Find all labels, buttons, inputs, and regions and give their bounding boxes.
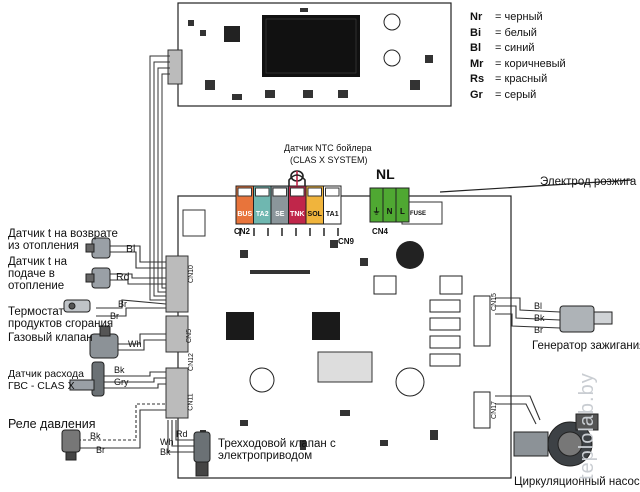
gas-valve-icon [89, 325, 119, 359]
pump-icon [513, 413, 599, 467]
power-terminal-label: ⏚ [373, 207, 381, 216]
main-board [165, 195, 512, 479]
pressure-relay-icon [61, 429, 81, 461]
terminal-bus: BUS [235, 185, 254, 225]
terminal-se: SE [270, 185, 289, 225]
legend-color-name: = черный [492, 11, 543, 23]
gas-valve-label: Газовый клапан [8, 332, 93, 344]
left-sensor-wires [78, 245, 194, 453]
power-terminal-label: L [400, 207, 405, 216]
wire-code-wh: Wh [128, 339, 142, 349]
ignition-generator-icon [559, 305, 613, 333]
terminal-ta2: TA2 [253, 185, 272, 225]
thermostat-icon [63, 299, 91, 313]
wire-code-br-1: Br [118, 299, 127, 309]
terminal-ta1: TA1 [323, 185, 342, 225]
wire-code-br-3: Br [96, 445, 105, 455]
cn2-label: CN2 [234, 227, 251, 236]
legend-color-name: = красный [492, 73, 548, 85]
return-sensor-icon [85, 237, 111, 259]
wire-code-bk-3: Bk [160, 447, 171, 457]
electrode-wire [439, 179, 633, 193]
cn15-label: CN15 [490, 293, 498, 311]
ntc-boiler-sublabel: (CLAS X SYSTEM) [290, 155, 368, 165]
wire-code-bk-2: Bk [90, 431, 101, 441]
terminal-label: SOL [308, 211, 323, 218]
power-terminal: ⏚ [369, 187, 384, 223]
nl-label: NL [376, 166, 395, 182]
ignition-generator-label: Генератор зажигания [532, 340, 640, 352]
cn11-label: CN11 [187, 393, 195, 411]
wire-code-br-4: Br [534, 325, 543, 335]
wire-code-bk-1: Bk [114, 365, 125, 375]
legend-code: Nr [470, 11, 483, 23]
wire-code-wh-2: Wh [160, 437, 174, 447]
cn17-label: CN17 [490, 401, 498, 419]
terminal-sol: SOL [305, 185, 324, 225]
cn5-label: CN5 [186, 328, 194, 344]
pump-label: Циркуляционный насос [514, 476, 640, 488]
terminal-label: BUS [237, 211, 252, 218]
watermark: teplolab.by [576, 372, 598, 480]
legend-row: Gr = серый [470, 88, 566, 104]
cn12-label: CN12 [187, 353, 195, 371]
legend-color-name: = белый [492, 26, 537, 39]
wire-code-bl: Bl [126, 243, 136, 255]
legend-row: Bl = синий [470, 41, 566, 57]
cn10-label: CN10 [187, 265, 195, 283]
right-wires [495, 297, 561, 425]
legend-code: Mr [470, 57, 484, 70]
legend-row: Nr = черный [470, 10, 566, 26]
legend-color-name: = коричневый [492, 57, 566, 70]
display-board [167, 2, 452, 107]
wire-code-rd-2: Rd [176, 429, 188, 439]
pressure-relay-label: Реле давления [8, 417, 96, 431]
fuse-label: FUSE [410, 211, 427, 217]
legend-code: Rs [470, 73, 485, 85]
terminal-label: TNK [290, 211, 304, 218]
flow-sensor-icon [69, 361, 105, 397]
terminal-label: TA2 [256, 211, 269, 218]
supply-sensor-icon [85, 267, 111, 289]
power-terminal: L [395, 187, 410, 223]
cn4-label: CN4 [372, 227, 389, 236]
wire-code-br-2: Br [110, 311, 119, 321]
legend-row: Mr = коричневый [470, 57, 566, 73]
wire-code-rd: Rd [116, 271, 130, 283]
legend-code: Bl [470, 42, 481, 54]
power-terminal: N [382, 187, 397, 223]
legend-row: Bi = белый [470, 26, 566, 42]
legend-row: Rs = красный [470, 72, 566, 88]
ntc-boiler-label: Датчик NTC бойлера [284, 143, 372, 153]
wire-code-bk-4: Bk [534, 313, 545, 323]
components [61, 237, 613, 477]
terminal-label: TA1 [326, 211, 339, 218]
power-terminal-label: N [387, 207, 393, 216]
electrode-label: Электрод розжига [540, 176, 637, 188]
three-way-valve-icon [193, 431, 211, 477]
ribbon-wires [149, 55, 170, 301]
wire-code-bl-2: Bl [534, 301, 543, 311]
wire-code-gry: Gry [114, 377, 129, 387]
legend-code: Bi [470, 26, 481, 39]
legend-color-name: = серый [492, 88, 537, 101]
terminal-label: SE [275, 211, 285, 218]
terminal-tnk: TNK [288, 185, 307, 225]
ntc-boiler-wires [288, 170, 306, 186]
legend-code: Gr [470, 88, 483, 101]
cn9-label: CN9 [338, 237, 355, 246]
legend-color-name: = синий [492, 42, 535, 54]
